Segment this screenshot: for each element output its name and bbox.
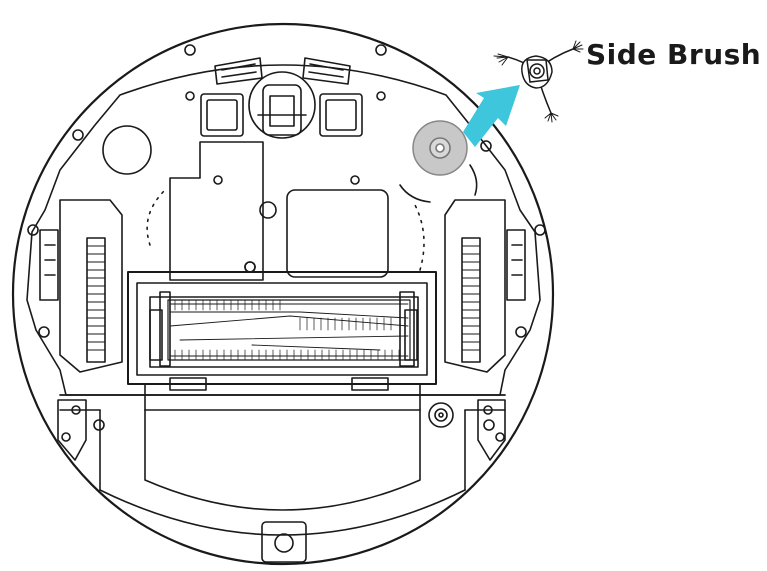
callout-arrow bbox=[463, 85, 520, 147]
side-brush-label: Side Brush bbox=[586, 38, 762, 71]
front-caster-wheel bbox=[248, 71, 316, 139]
base-plate-outline bbox=[26, 64, 541, 396]
right-drive-wheel bbox=[444, 199, 526, 373]
battery-cover bbox=[169, 141, 264, 281]
cliff-sensors bbox=[200, 93, 363, 137]
charging-contact-left bbox=[102, 125, 152, 175]
dustbin-section bbox=[59, 384, 506, 563]
rear-sensors bbox=[57, 399, 506, 461]
robot-body-outline bbox=[11, 22, 555, 566]
main-brush-housing bbox=[127, 271, 437, 391]
label-plate bbox=[286, 189, 389, 278]
side-brush-icon bbox=[493, 40, 584, 123]
screw-holes bbox=[27, 44, 546, 442]
side-brush-mount bbox=[399, 120, 478, 203]
top-vents bbox=[214, 57, 351, 85]
left-drive-wheel bbox=[39, 199, 123, 373]
